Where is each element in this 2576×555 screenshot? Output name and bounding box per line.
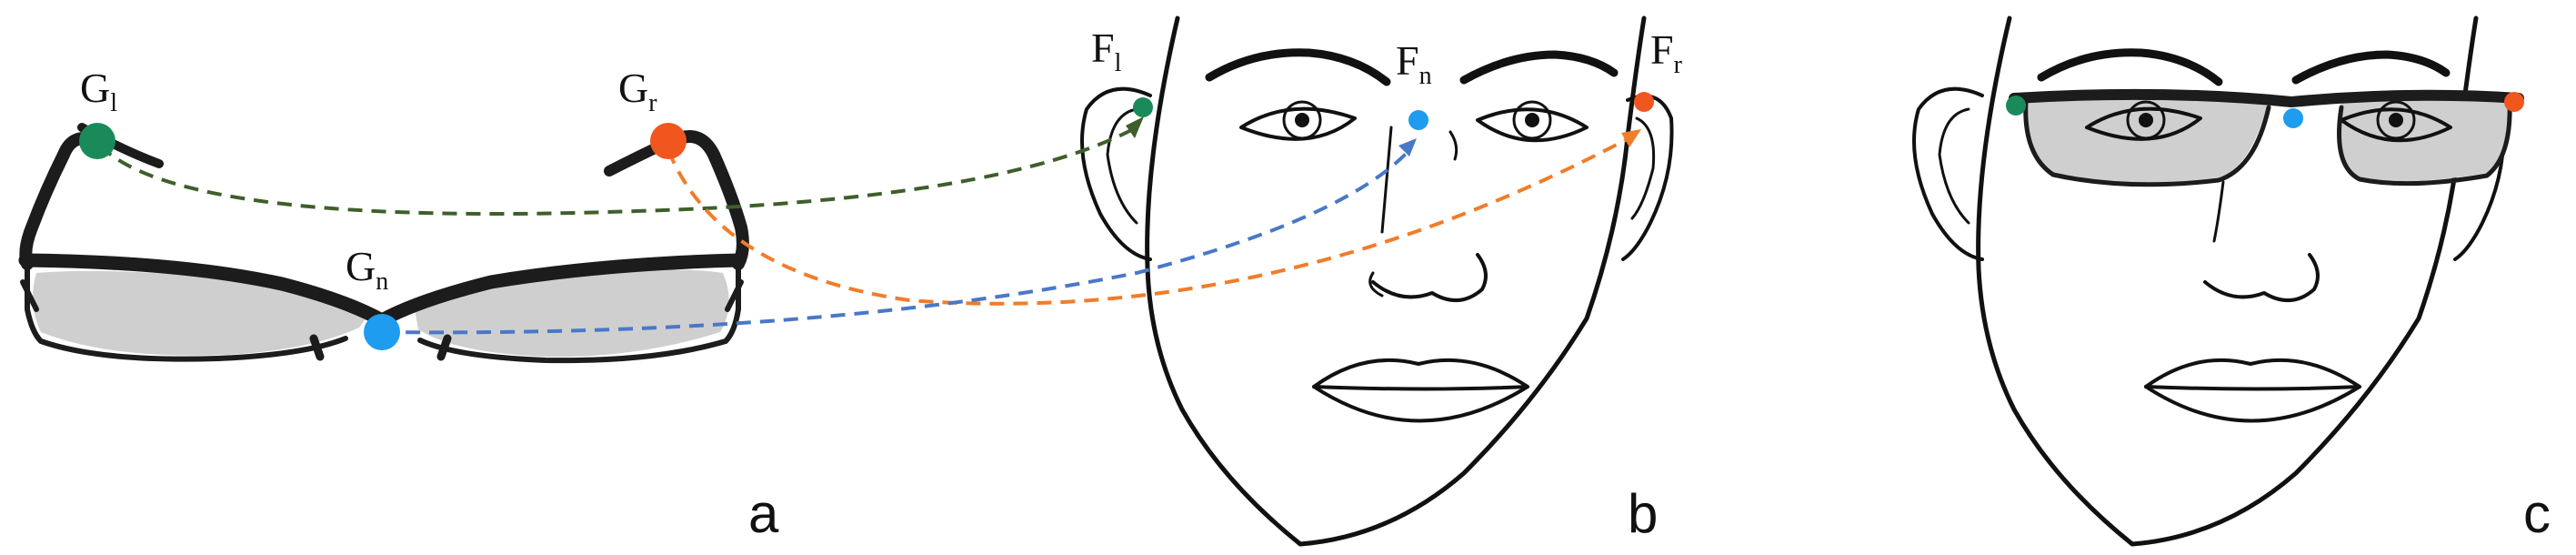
left-pupil-c <box>2139 113 2153 127</box>
label-face-left: Fl <box>1091 25 1122 77</box>
right-lens-c <box>2339 98 2510 181</box>
label-glasses-nose: Gn <box>346 243 388 296</box>
right-iris <box>1512 100 1552 140</box>
left-ear-c <box>1912 86 1984 261</box>
upper-lip-c <box>2144 358 2361 391</box>
point-glasses-nose <box>364 314 400 350</box>
nose-pad-left <box>309 334 325 361</box>
right-pupil-c <box>2389 113 2403 127</box>
left-temple <box>19 132 102 270</box>
face-outline-c <box>1976 15 2479 547</box>
right-eyebrow <box>1459 50 1619 85</box>
nose-bridge-c <box>2212 180 2225 243</box>
upper-lip <box>1312 358 1529 391</box>
nose-pad-right <box>436 334 452 361</box>
right-eye-c <box>2340 107 2452 143</box>
left-iris <box>1282 100 1322 140</box>
panel-label-a: a <box>748 483 779 544</box>
panel-b-face <box>1080 15 1674 547</box>
panel-label-b: b <box>1628 483 1658 544</box>
lower-lip-c <box>2144 385 2361 423</box>
label-face-nose: Fn <box>1396 37 1432 90</box>
label-glasses-right: Gr <box>618 65 657 117</box>
left-eye <box>1239 106 1357 141</box>
left-ear-inner <box>1106 107 1138 225</box>
point-face-left <box>1133 97 1153 117</box>
arrow-right-point <box>667 135 1633 306</box>
arrow-left-point <box>98 126 1138 216</box>
left-lens <box>33 270 373 356</box>
nose-bridge-left <box>1380 126 1393 234</box>
right-pupil <box>1525 113 1539 127</box>
glasses-rim-left-c <box>2023 99 2271 187</box>
right-iris-c <box>2376 100 2416 140</box>
right-eye <box>1476 107 1589 143</box>
point-combined-nose <box>2283 108 2303 128</box>
lower-lip <box>1312 385 1529 423</box>
arrowhead-left <box>1126 116 1144 138</box>
point-combined-right <box>2504 92 2524 112</box>
point-face-nose <box>1408 110 1428 130</box>
right-lens <box>414 269 729 358</box>
right-temple <box>667 130 749 270</box>
panel-label-c: c <box>2523 483 2551 544</box>
point-face-right <box>1634 92 1654 112</box>
point-combined-left <box>2006 96 2026 116</box>
right-eyebrow-c <box>2291 50 2451 85</box>
right-hinge <box>725 279 744 312</box>
nose-bottom-c <box>2203 253 2320 302</box>
left-eyebrow <box>1205 48 1391 86</box>
left-eyebrow-c <box>2037 48 2223 86</box>
glasses-frame-bottom-right <box>417 261 741 364</box>
glasses-frame-bottom-left <box>25 261 348 362</box>
face-outline <box>1145 15 1647 547</box>
nostril-left <box>1368 271 1384 298</box>
left-eye-c <box>2085 106 2202 141</box>
panel-c-face-with-glasses <box>1912 15 2524 547</box>
arrowhead-right <box>1621 129 1641 147</box>
arrowhead-nose <box>1398 138 1417 156</box>
point-glasses-left <box>79 123 115 159</box>
label-face-right: Fr <box>1650 26 1683 79</box>
nose-bottom <box>1371 253 1488 302</box>
panel-a-glasses <box>18 123 749 364</box>
right-ear-inner <box>1630 116 1656 220</box>
left-ear-inner-c <box>1938 107 1970 225</box>
left-pupil <box>1295 113 1309 127</box>
right-ear <box>1621 94 1674 261</box>
nose-bridge-right <box>1448 130 1458 161</box>
glasses-frame-c <box>2009 88 2524 107</box>
point-glasses-right <box>650 123 687 159</box>
label-glasses-left: Gl <box>80 65 117 117</box>
left-ear <box>1080 86 1152 261</box>
glasses-rim-right-c <box>2337 99 2512 187</box>
left-hinge <box>20 279 39 312</box>
arrow-nose-point <box>381 148 1411 335</box>
